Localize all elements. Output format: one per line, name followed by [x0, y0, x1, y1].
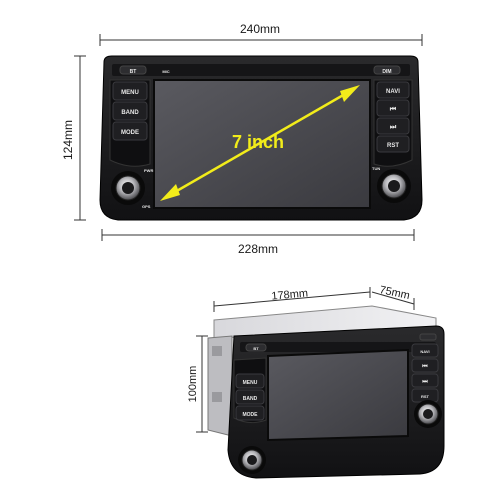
mode-label: MODE	[121, 130, 139, 136]
tun-label: TUN	[372, 166, 380, 171]
navi-label: NAVI	[386, 89, 400, 95]
bottom-mode-button[interactable]	[235, 405, 265, 421]
next-icon: ⏭	[390, 124, 397, 131]
mic-label: MIC	[162, 69, 169, 74]
rst-label: RST	[387, 143, 399, 149]
chassis-tab	[212, 392, 222, 402]
bottom-rst-label: RST	[421, 394, 430, 399]
bottom-next-icon: ⏭	[422, 379, 428, 385]
band-label: BAND	[121, 110, 139, 116]
bottom-bt-label: BT	[253, 346, 259, 351]
bottom-mode-label: MODE	[243, 412, 259, 418]
bottom-height-dimension	[196, 335, 208, 433]
navi-button[interactable]	[376, 81, 410, 99]
top-strip	[112, 64, 410, 76]
rst-button[interactable]	[376, 135, 410, 153]
next-button[interactable]	[376, 117, 410, 135]
pwr-label: PWR	[144, 168, 153, 173]
bottom-width-label: 178mm	[271, 287, 309, 302]
bottom-navi-label: NAVI	[420, 349, 429, 354]
bottom-band-button[interactable]	[235, 389, 265, 405]
bottom-menu-button[interactable]	[235, 373, 265, 389]
band-button[interactable]	[112, 101, 148, 121]
bottom-depth-label: 75mm	[378, 284, 410, 302]
top-inner-width-dimension	[101, 229, 415, 241]
pwr-knob-center	[122, 182, 134, 194]
tun-knob-center	[388, 180, 400, 192]
top-inner-width-label: 228mm	[238, 242, 278, 256]
gps-label: GPS	[142, 204, 151, 209]
mode-button[interactable]	[112, 121, 148, 141]
bottom-depth-dimension	[371, 291, 415, 310]
bt-label: BT	[130, 69, 137, 75]
prev-button[interactable]	[376, 99, 410, 117]
bottom-top-strip	[240, 342, 436, 352]
dim-label: DIM	[382, 69, 391, 75]
top-width-dimension	[99, 34, 423, 46]
bottom-width-dimension	[213, 287, 371, 312]
bottom-tun-knob-center	[423, 409, 433, 419]
bottom-band-label: BAND	[243, 396, 258, 402]
bottom-height-label: 100mm	[187, 366, 199, 403]
bottom-dim-button[interactable]	[419, 333, 437, 341]
bt-button[interactable]	[119, 65, 147, 75]
top-width-label: 240mm	[240, 22, 280, 36]
bottom-pwr-knob-center	[247, 455, 257, 465]
top-height-dimension	[74, 55, 86, 221]
bottom-menu-label: MENU	[243, 380, 258, 386]
top-height-label: 124mm	[61, 120, 75, 160]
screen-size-arrow	[160, 85, 360, 201]
bottom-prev-button[interactable]	[411, 358, 439, 373]
prev-icon: ⏮	[390, 106, 397, 113]
bottom-screen	[267, 348, 409, 442]
menu-label: MENU	[121, 90, 139, 96]
menu-button[interactable]	[112, 81, 148, 101]
bottom-prev-icon: ⏮	[422, 364, 428, 370]
bottom-navi-button[interactable]	[411, 343, 439, 358]
dim-button[interactable]	[373, 65, 401, 75]
chassis-tab	[212, 346, 222, 356]
bottom-next-button[interactable]	[411, 373, 439, 388]
screen-size-label: 7 inch	[232, 132, 284, 152]
bottom-bt-button[interactable]	[245, 343, 267, 352]
